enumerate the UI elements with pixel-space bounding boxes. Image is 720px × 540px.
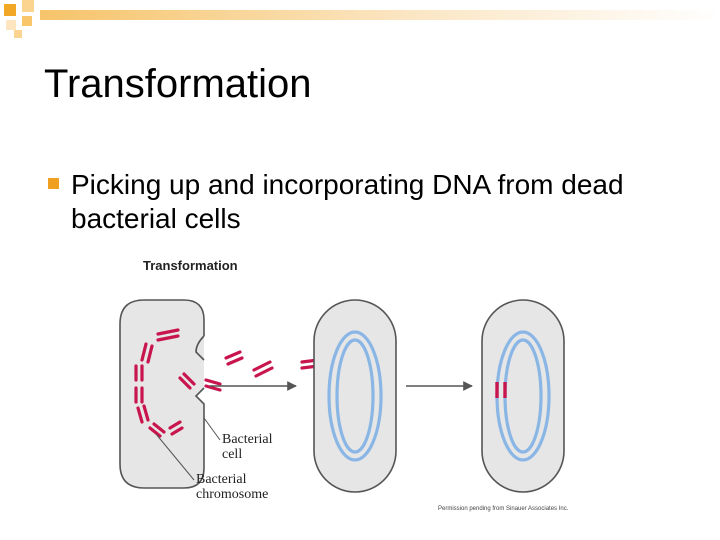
incorporated-dna-segment xyxy=(495,382,507,398)
recipient-cell-wall xyxy=(313,299,397,493)
dead-cell-edge-top xyxy=(195,335,205,361)
figure-title: Transformation xyxy=(143,258,238,273)
bullet-item: Picking up and incorporating DNA from de… xyxy=(44,168,644,236)
header-decoration xyxy=(4,0,720,38)
label-bacterial-cell: Bacterial cell xyxy=(222,432,273,462)
leader-bacterial-cell xyxy=(203,417,221,441)
transformation-figure: Transformation Bacterial cell Bacterial … xyxy=(100,248,600,523)
leader-bacterial-chromosome xyxy=(155,433,195,481)
transformed-cell-wall xyxy=(481,299,565,493)
figure-credit: Permission pending from Sinauer Associat… xyxy=(438,506,569,512)
square-bullet-icon xyxy=(48,178,59,189)
dead-cell-wall xyxy=(119,299,205,489)
transformation-diagram xyxy=(119,299,565,493)
dna-fragments-dead-cell xyxy=(134,328,320,438)
recipient-chromosome-outer xyxy=(327,330,383,462)
recipient-chromosome-inner xyxy=(335,338,375,454)
label-bacterial-chromosome: Bacterial chromosome xyxy=(196,472,269,502)
slide-title: Transformation xyxy=(44,62,312,106)
bullet-text: Picking up and incorporating DNA from de… xyxy=(71,169,624,234)
